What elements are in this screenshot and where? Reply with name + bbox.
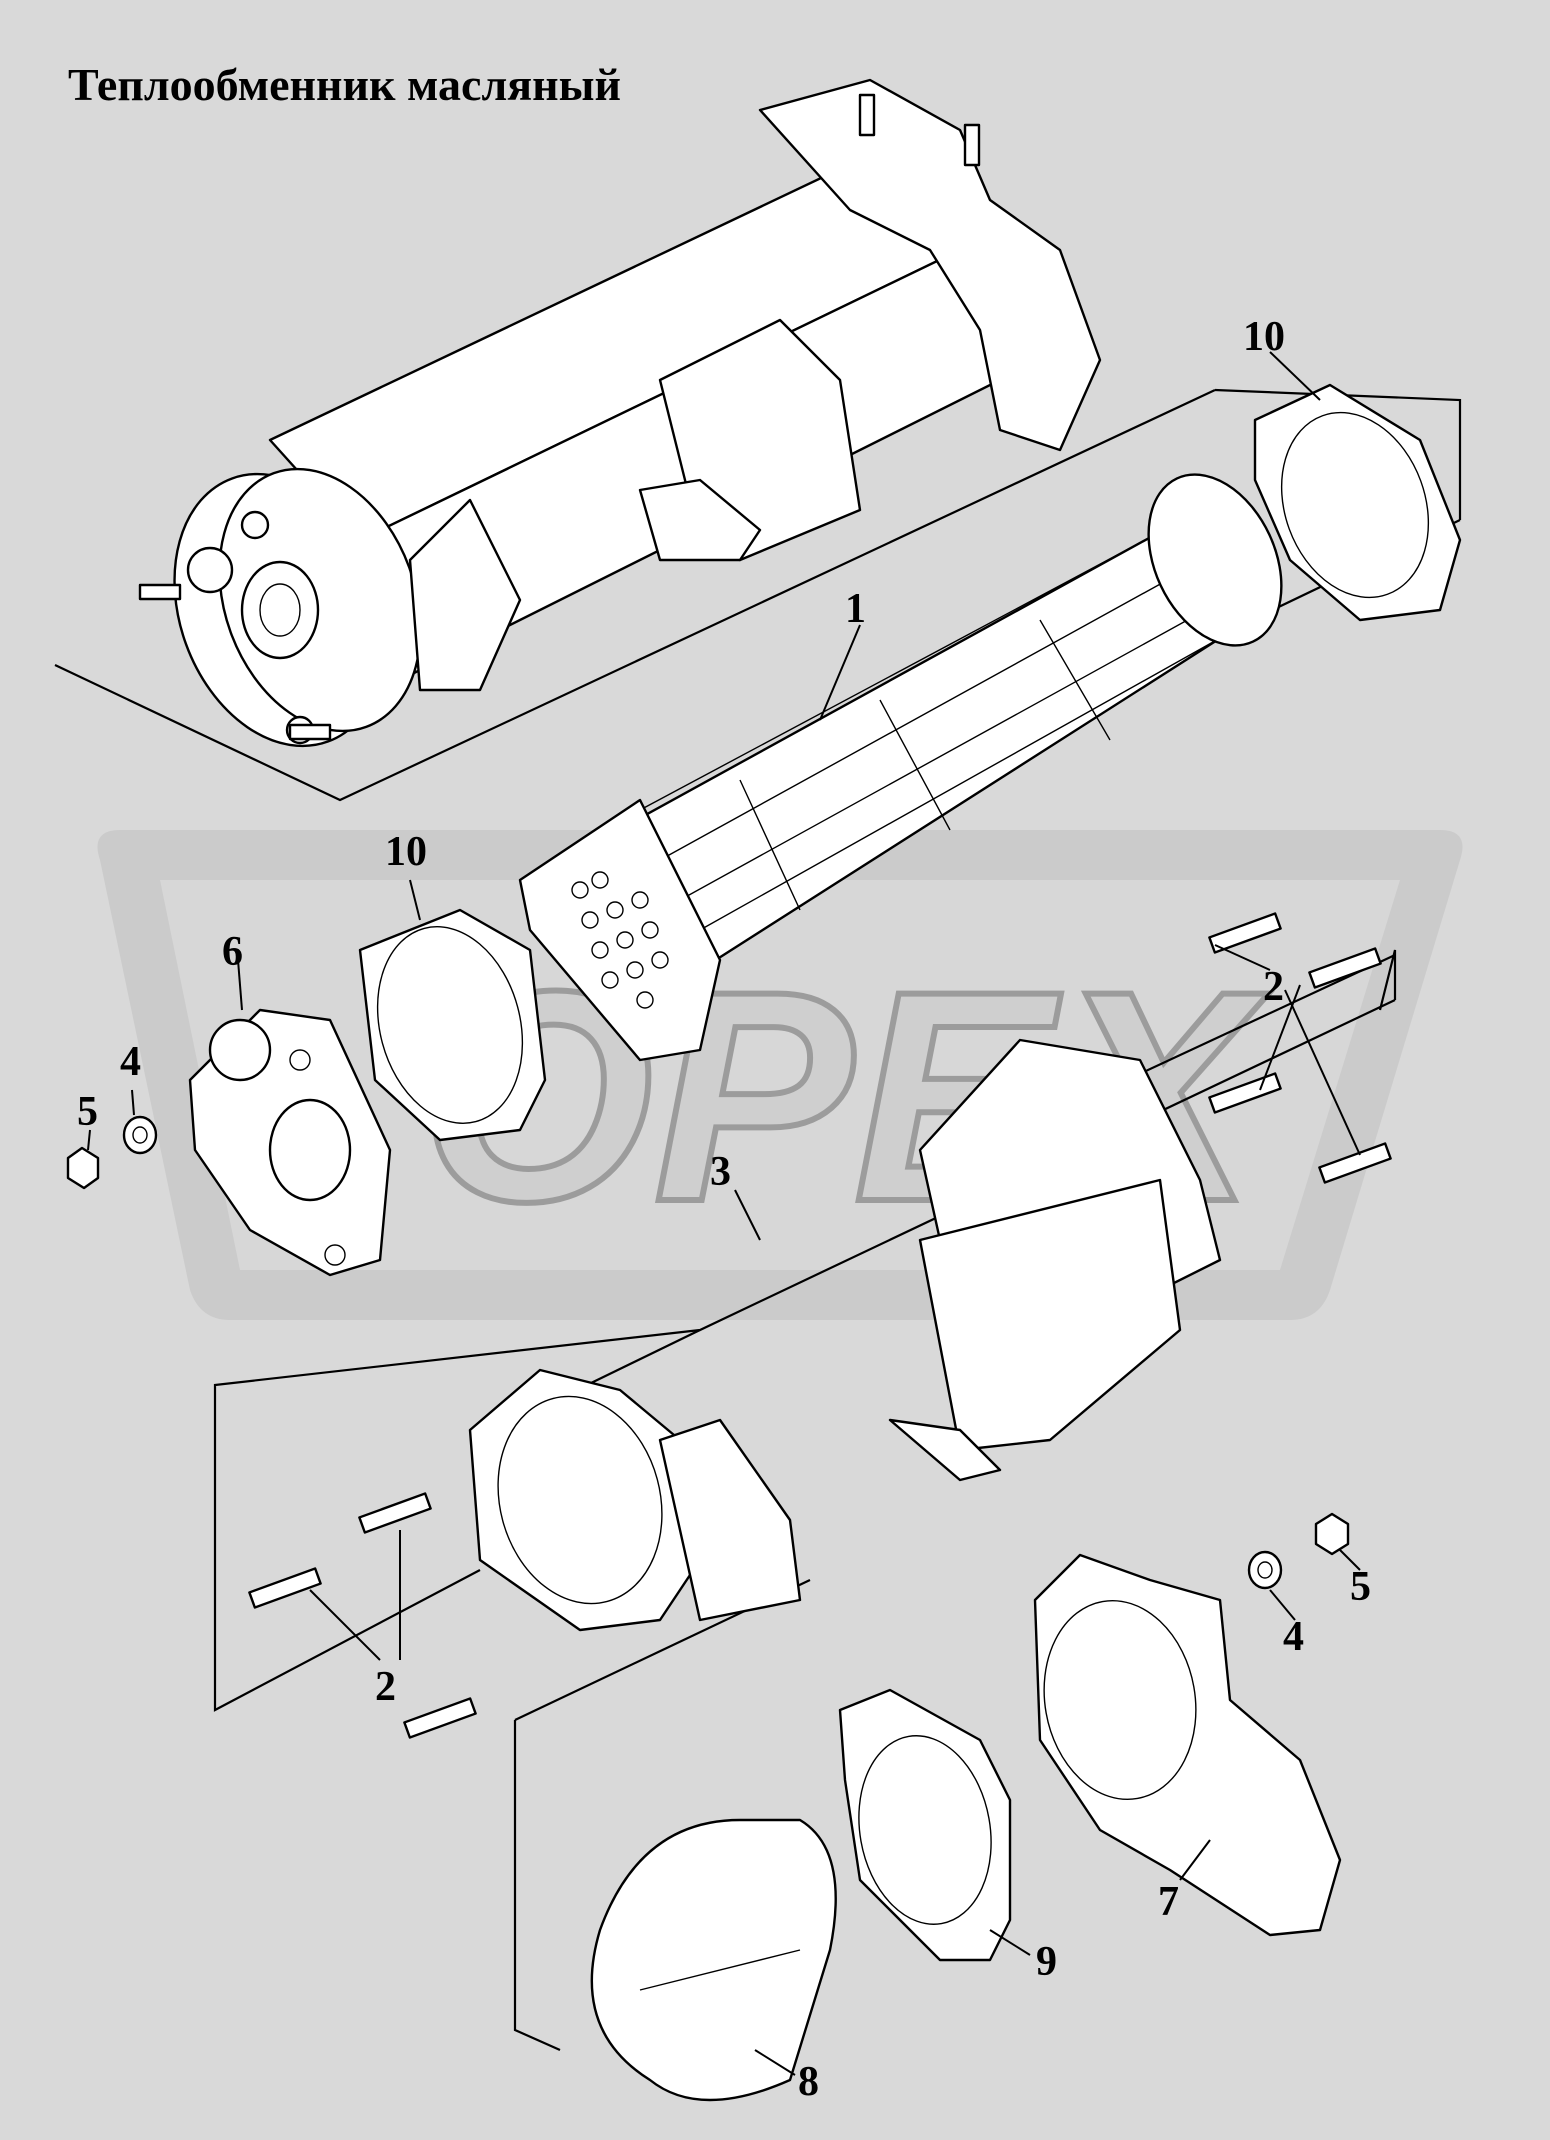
callout-8: 8: [798, 2059, 819, 2105]
callout-5-left: 5: [77, 1089, 98, 1135]
rear-cover-part-7: [1033, 1553, 1342, 1937]
assembled-heat-exchanger: [138, 78, 1102, 748]
housing-part-3: [468, 1038, 1222, 1632]
washer-part-4-left: [122, 1115, 158, 1155]
callout-5-right: 5: [1350, 1564, 1371, 1610]
tube-holes: [571, 871, 669, 1009]
leader-lines: [87, 351, 1361, 2076]
nut-part-5-right: [1314, 1512, 1350, 1556]
nut-part-5-left: [66, 1146, 100, 1190]
callout-2-upper: 2: [1263, 964, 1284, 1010]
callout-7: 7: [1158, 1879, 1179, 1925]
callout-3: 3: [710, 1149, 731, 1195]
callout-9: 9: [1036, 1939, 1057, 1985]
callout-10-upper: 10: [1243, 314, 1285, 360]
cover-part-6: [188, 1008, 392, 1277]
gasket-part-10-lower: [358, 908, 547, 1142]
page-title: Теплообменник масляный: [68, 59, 622, 110]
gasket-part-10-upper: [1253, 383, 1462, 622]
callout-10-lower: 10: [385, 829, 427, 875]
callouts: 1 10 10 6 4 5 2 3 2 4 5 7 9 8: [77, 314, 1371, 2105]
callout-4-left: 4: [120, 1039, 141, 1085]
callout-6: 6: [222, 929, 243, 975]
gasket-part-9: [838, 1688, 1012, 1962]
callout-2-lower: 2: [375, 1664, 396, 1710]
sleeve-part-8: [590, 1818, 837, 2102]
studs-part-2: [248, 912, 1392, 1739]
washer-part-4-right: [1247, 1550, 1283, 1590]
tube-bundle-part-1: [518, 473, 1283, 1062]
callout-4-right: 4: [1283, 1614, 1304, 1660]
callout-1: 1: [845, 586, 866, 632]
